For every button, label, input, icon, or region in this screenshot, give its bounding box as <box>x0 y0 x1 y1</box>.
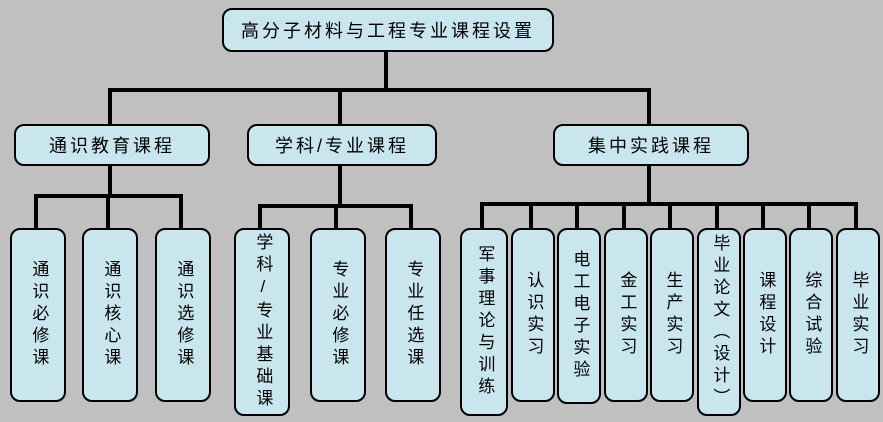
connector-line <box>854 202 858 228</box>
leaf-node-comprehensive-experiment: 综合试验 <box>789 228 833 402</box>
leaf-node-general-required: 通识必修课 <box>10 228 66 402</box>
leaf-node-discipline-foundation: 学科/专业基础课 <box>234 228 290 416</box>
connector-line <box>715 202 719 228</box>
leaf-label: 毕业论文（设计） <box>710 234 730 410</box>
leaf-node-electrical-electronic-experiment: 电工电子实验 <box>557 228 601 404</box>
leaf-node-general-core: 通识核心课 <box>82 228 138 402</box>
connector-line <box>622 202 626 228</box>
leaf-node-production-internship: 生产实习 <box>650 228 694 402</box>
connector-line <box>480 202 484 228</box>
leaf-node-professional-elective: 专业任选课 <box>385 228 441 402</box>
leaf-node-course-design: 课程设计 <box>743 228 787 402</box>
branch-node-discipline-professional: 学科/专业课程 <box>247 124 437 166</box>
leaf-label: 生产实习 <box>663 271 683 359</box>
root-node: 高分子材料与工程专业课程设置 <box>222 8 554 52</box>
leaf-node-graduation-internship: 毕业实习 <box>836 228 880 402</box>
connector-line <box>668 202 672 228</box>
connector-line <box>575 202 579 228</box>
leaf-label: 综合试验 <box>802 271 822 359</box>
leaf-label: 通识核心课 <box>101 260 121 370</box>
leaf-label: 学科/专业基础课 <box>253 233 273 411</box>
connector-line <box>338 162 342 208</box>
connector-line <box>34 194 38 228</box>
leaf-label: 专业必修课 <box>329 260 349 370</box>
leaf-node-graduation-thesis-design: 毕业论文（设计） <box>697 228 741 416</box>
connector-line <box>409 204 413 228</box>
connector-line <box>647 162 651 206</box>
connector-root-stem <box>384 48 388 90</box>
connector-line <box>334 204 338 228</box>
branch-node-general-education: 通识教育课程 <box>14 124 210 166</box>
connector-line <box>108 162 112 198</box>
leaf-label: 通识选修课 <box>174 260 194 370</box>
leaf-node-general-elective: 通识选修课 <box>155 228 211 402</box>
leaf-label: 课程设计 <box>756 271 776 359</box>
leaf-node-metalworking-internship: 金工实习 <box>604 228 648 402</box>
branch-node-concentrated-practice: 集中实践课程 <box>553 124 749 166</box>
connector-line <box>647 88 651 124</box>
connector-line <box>258 204 262 228</box>
leaf-label: 军事理论与训练 <box>475 245 495 399</box>
connector-line <box>179 194 183 228</box>
connector-main-bar <box>108 88 651 92</box>
connector-line <box>108 88 112 124</box>
connector-line <box>529 202 533 228</box>
leaf-node-professional-required: 专业必修课 <box>310 228 366 402</box>
leaf-node-military-theory-training: 军事理论与训练 <box>460 228 508 416</box>
leaf-node-cognition-internship: 认识实习 <box>511 228 555 402</box>
leaf-label: 通识必修课 <box>29 260 49 370</box>
leaf-label: 认识实习 <box>524 271 544 359</box>
leaf-label: 专业任选课 <box>404 260 424 370</box>
connector-line <box>761 202 765 228</box>
connector-line <box>807 202 811 228</box>
leaf-label: 电工电子实验 <box>570 250 590 382</box>
leaf-label: 毕业实习 <box>849 271 869 359</box>
leaf-label: 金工实习 <box>617 271 637 359</box>
connector-line <box>106 194 110 228</box>
connector-line <box>338 88 342 124</box>
